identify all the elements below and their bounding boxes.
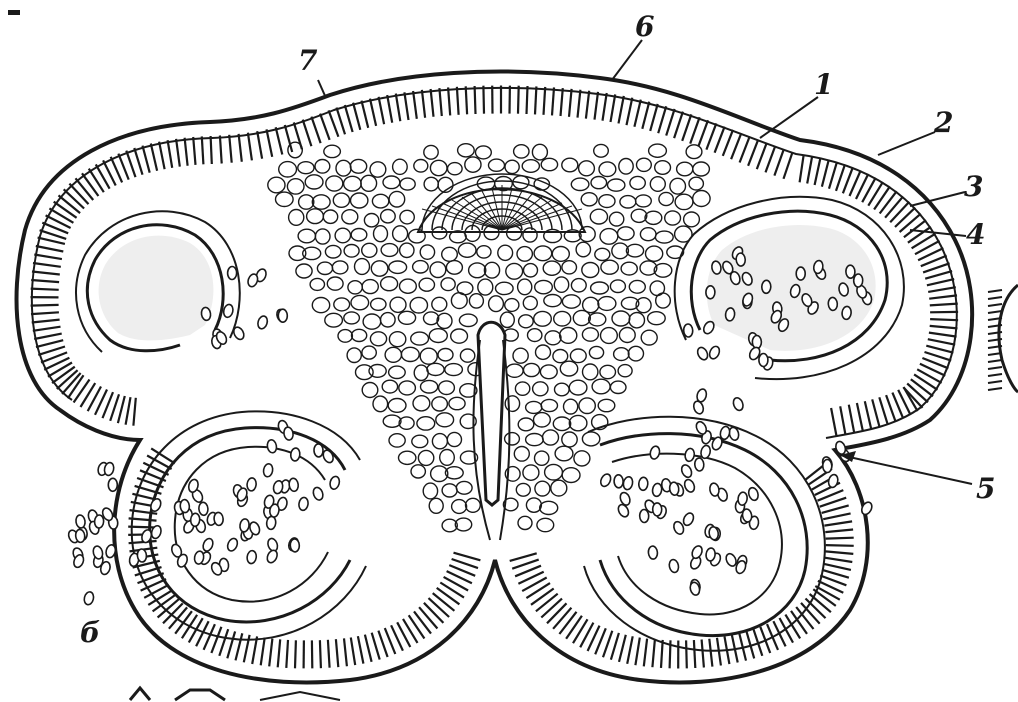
central-fissure xyxy=(473,322,509,540)
label-7: 7 xyxy=(298,44,318,77)
label-5: 5 xyxy=(976,472,995,505)
label-b: б xyxy=(80,616,100,649)
label-1: 1 xyxy=(814,68,833,101)
upper-left-cavity xyxy=(99,236,214,341)
corner-mark xyxy=(8,10,20,15)
label-3: 3 xyxy=(964,170,983,203)
vascular-bundle xyxy=(418,174,585,232)
bottom-edge-fragments xyxy=(130,688,340,700)
label-4: 4 xyxy=(966,218,985,251)
label-2: 2 xyxy=(933,106,953,139)
label-6: 6 xyxy=(635,10,654,43)
adjacent-section-fragment xyxy=(988,285,1018,392)
